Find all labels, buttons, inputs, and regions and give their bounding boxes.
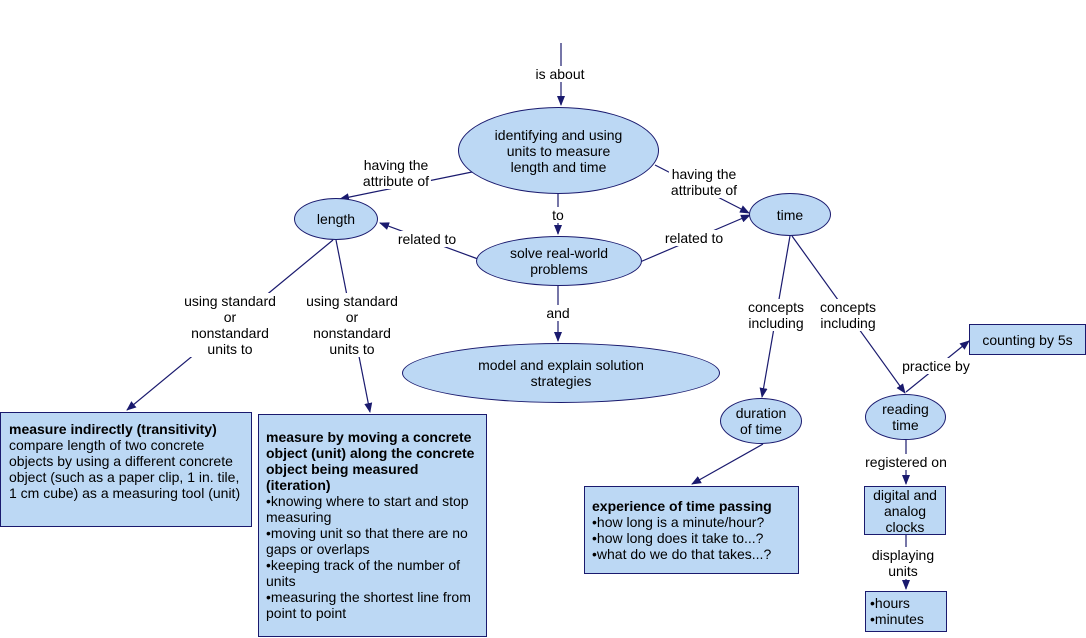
list-item: measuring the shortest line from point t… (266, 589, 480, 621)
label-concepts-2: concepts including (817, 299, 879, 331)
list-item: hours (870, 595, 942, 611)
label-concepts-1: concepts including (745, 299, 807, 331)
list-item: knowing where to start and stop measurin… (266, 493, 480, 525)
node-model: model and explain solution strategies (402, 343, 720, 403)
box-clocks: digital and analog clocks (864, 486, 946, 535)
box-experience-time: experience of time passing how long is a… (584, 486, 799, 574)
list-item: how long does it take to...? (592, 530, 791, 546)
box-measure-iteration: measure by moving a concrete object (uni… (258, 414, 487, 637)
box-measure-indirectly: measure indirectly (transitivity) compar… (0, 412, 252, 527)
list-item: how long is a minute/hour? (592, 514, 791, 530)
node-main: identifying and using units to measure l… (458, 107, 659, 194)
label-using-2: using standard or nonstandard units to (304, 293, 400, 357)
label-using-1: using standard or nonstandard units to (182, 293, 278, 357)
list-item: what do we do that takes...? (592, 546, 791, 562)
list-item: minutes (870, 611, 942, 627)
line-duration-to-experience (691, 443, 764, 485)
node-time: time (749, 193, 831, 236)
box-experience-time-title: experience of time passing (592, 498, 772, 514)
label-related-right: related to (662, 230, 726, 246)
node-length: length (294, 198, 378, 240)
box-experience-time-list: how long is a minute/hour? how long does… (592, 514, 791, 562)
box-units-list: hours minutes (870, 595, 942, 627)
label-attribute-left: having the attribute of (360, 157, 432, 189)
box-measure-iteration-title: measure by moving a concrete object (uni… (266, 429, 475, 493)
box-measure-iteration-list: knowing where to start and stop measurin… (266, 493, 480, 621)
label-is-about: is about (533, 66, 587, 82)
node-solve: solve real-world problems (476, 236, 642, 286)
label-displaying-units: displaying units (869, 547, 937, 579)
label-attribute-right: having the attribute of (668, 166, 740, 198)
label-practice-by: practice by (900, 358, 972, 374)
node-duration: duration of time (720, 398, 802, 444)
list-item: keeping track of the number of units (266, 557, 480, 589)
node-reading: reading time (865, 394, 946, 440)
label-related-left: related to (395, 231, 459, 247)
list-item: moving unit so that there are no gaps or… (266, 525, 480, 557)
label-to: to (550, 207, 566, 223)
label-and: and (544, 305, 572, 321)
box-measure-indirectly-title: measure indirectly (transitivity) (9, 421, 217, 437)
box-measure-indirectly-body: compare length of two concrete objects b… (9, 437, 241, 501)
label-registered-on: registered on (863, 454, 949, 470)
box-counting-by-5s: counting by 5s (969, 324, 1086, 355)
box-units: hours minutes (865, 591, 947, 632)
